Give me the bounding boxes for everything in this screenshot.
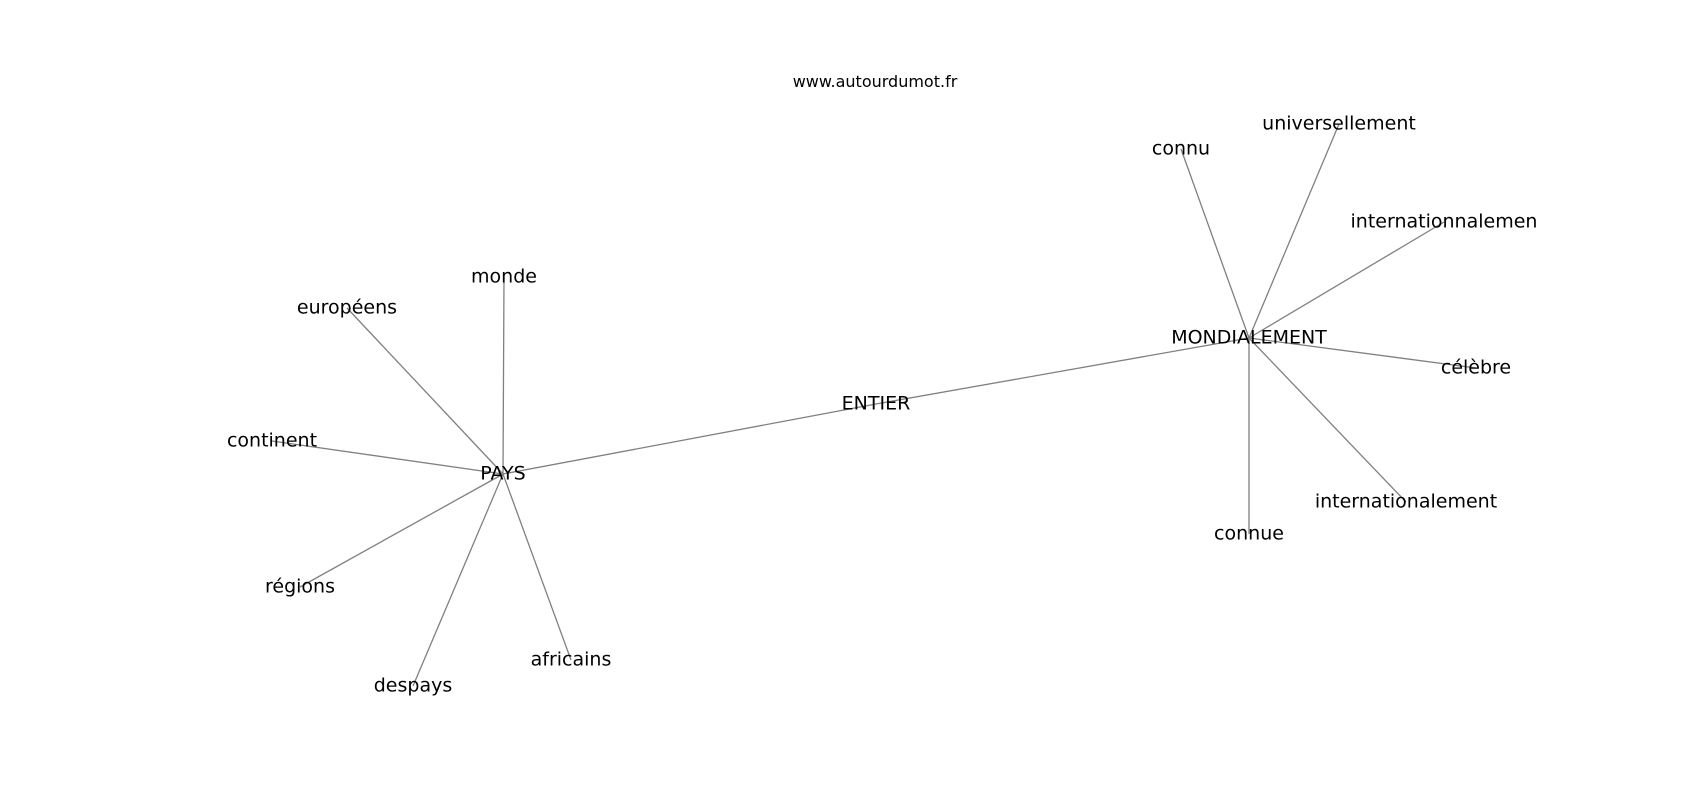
node-label-entier[interactable]: ENTIER <box>842 393 911 415</box>
node-label-internationalement[interactable]: internationalement <box>1315 491 1497 513</box>
edge-mondialement-internationalement <box>1248 337 1407 503</box>
site-watermark: www.autourdumot.fr <box>792 72 958 91</box>
edge-pays-regions <box>299 473 504 588</box>
edge-pays-continent <box>271 440 504 475</box>
edge-entier-mondialement <box>875 337 1250 405</box>
node-label-pays[interactable]: PAYS <box>480 463 525 485</box>
node-label-universellement[interactable]: universellement <box>1262 113 1416 135</box>
edge-mondialement-connu <box>1180 148 1250 339</box>
edge-mondialement-internationnalement <box>1248 221 1445 339</box>
edge-entier-pays <box>502 403 877 475</box>
graph-node-labels: ENTIER PAYS MONDIALEMENT monde européens cont… <box>227 113 1538 697</box>
node-label-celebre[interactable]: célèbre <box>1441 357 1511 379</box>
node-label-regions[interactable]: régions <box>265 576 335 598</box>
edge-pays-europeens <box>346 307 504 475</box>
node-label-africains[interactable]: africains <box>531 649 612 671</box>
node-label-connu[interactable]: connu <box>1152 138 1210 160</box>
edge-pays-despays <box>412 473 504 687</box>
node-label-monde[interactable]: monde <box>471 266 537 288</box>
node-label-europeens[interactable]: européens <box>297 297 397 319</box>
edge-pays-africains <box>502 473 572 661</box>
edge-mondialement-celebre <box>1248 337 1477 369</box>
node-label-connue[interactable]: connue <box>1214 523 1284 545</box>
edge-pays-monde <box>502 276 505 475</box>
node-label-mondialement[interactable]: MONDIALEMENT <box>1171 327 1327 349</box>
edge-mondialement-universellement <box>1248 123 1340 339</box>
graph-edges <box>271 123 1477 687</box>
node-label-despays[interactable]: despays <box>374 675 453 697</box>
node-label-internationnalement[interactable]: internationnalemen <box>1351 211 1538 233</box>
node-label-continent[interactable]: continent <box>227 430 317 452</box>
